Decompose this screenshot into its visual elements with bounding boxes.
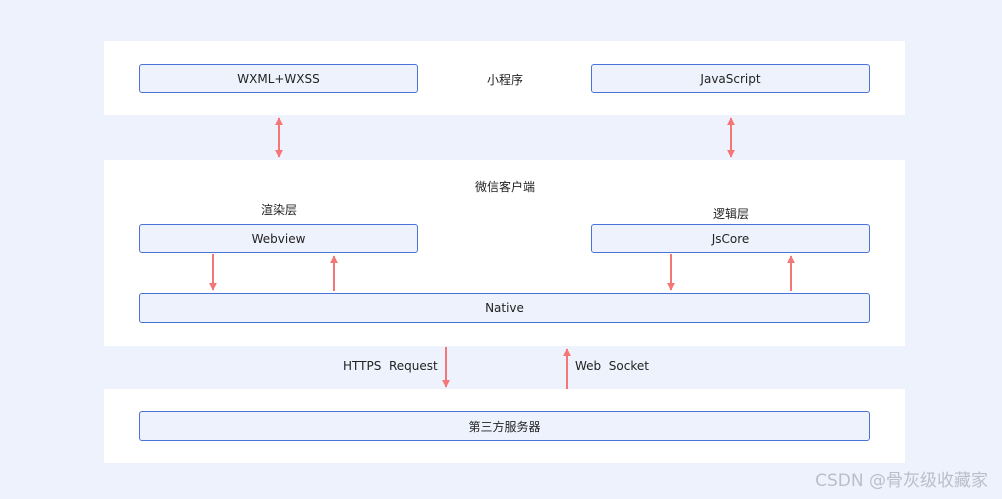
render-layer-label: 渲染层 xyxy=(261,203,298,217)
logic-layer-label: 逻辑层 xyxy=(713,207,750,221)
third-party-server-box: 第三方服务器 xyxy=(139,411,870,441)
jscore-label: JsCore xyxy=(711,231,750,246)
csdn-watermark: CSDN @骨灰级收藏家 xyxy=(815,471,988,491)
javascript-box: JavaScript xyxy=(591,64,870,93)
webview-label: Webview xyxy=(251,231,306,246)
wxml-wxss-box: WXML+WXSS xyxy=(139,64,418,93)
javascript-label: JavaScript xyxy=(700,71,761,86)
wechat-client-title: 微信客户端 xyxy=(475,180,536,194)
web-socket-label: Web Socket xyxy=(575,359,649,373)
third-party-server-label: 第三方服务器 xyxy=(468,419,541,434)
mini-program-title: 小程序 xyxy=(487,73,524,87)
https-request-label: HTTPS Request xyxy=(343,359,438,373)
webview-box: Webview xyxy=(139,224,418,253)
native-label: Native xyxy=(485,301,524,315)
jscore-box: JsCore xyxy=(591,224,870,253)
native-box: Native xyxy=(139,293,870,323)
wxml-wxss-label: WXML+WXSS xyxy=(237,71,320,86)
